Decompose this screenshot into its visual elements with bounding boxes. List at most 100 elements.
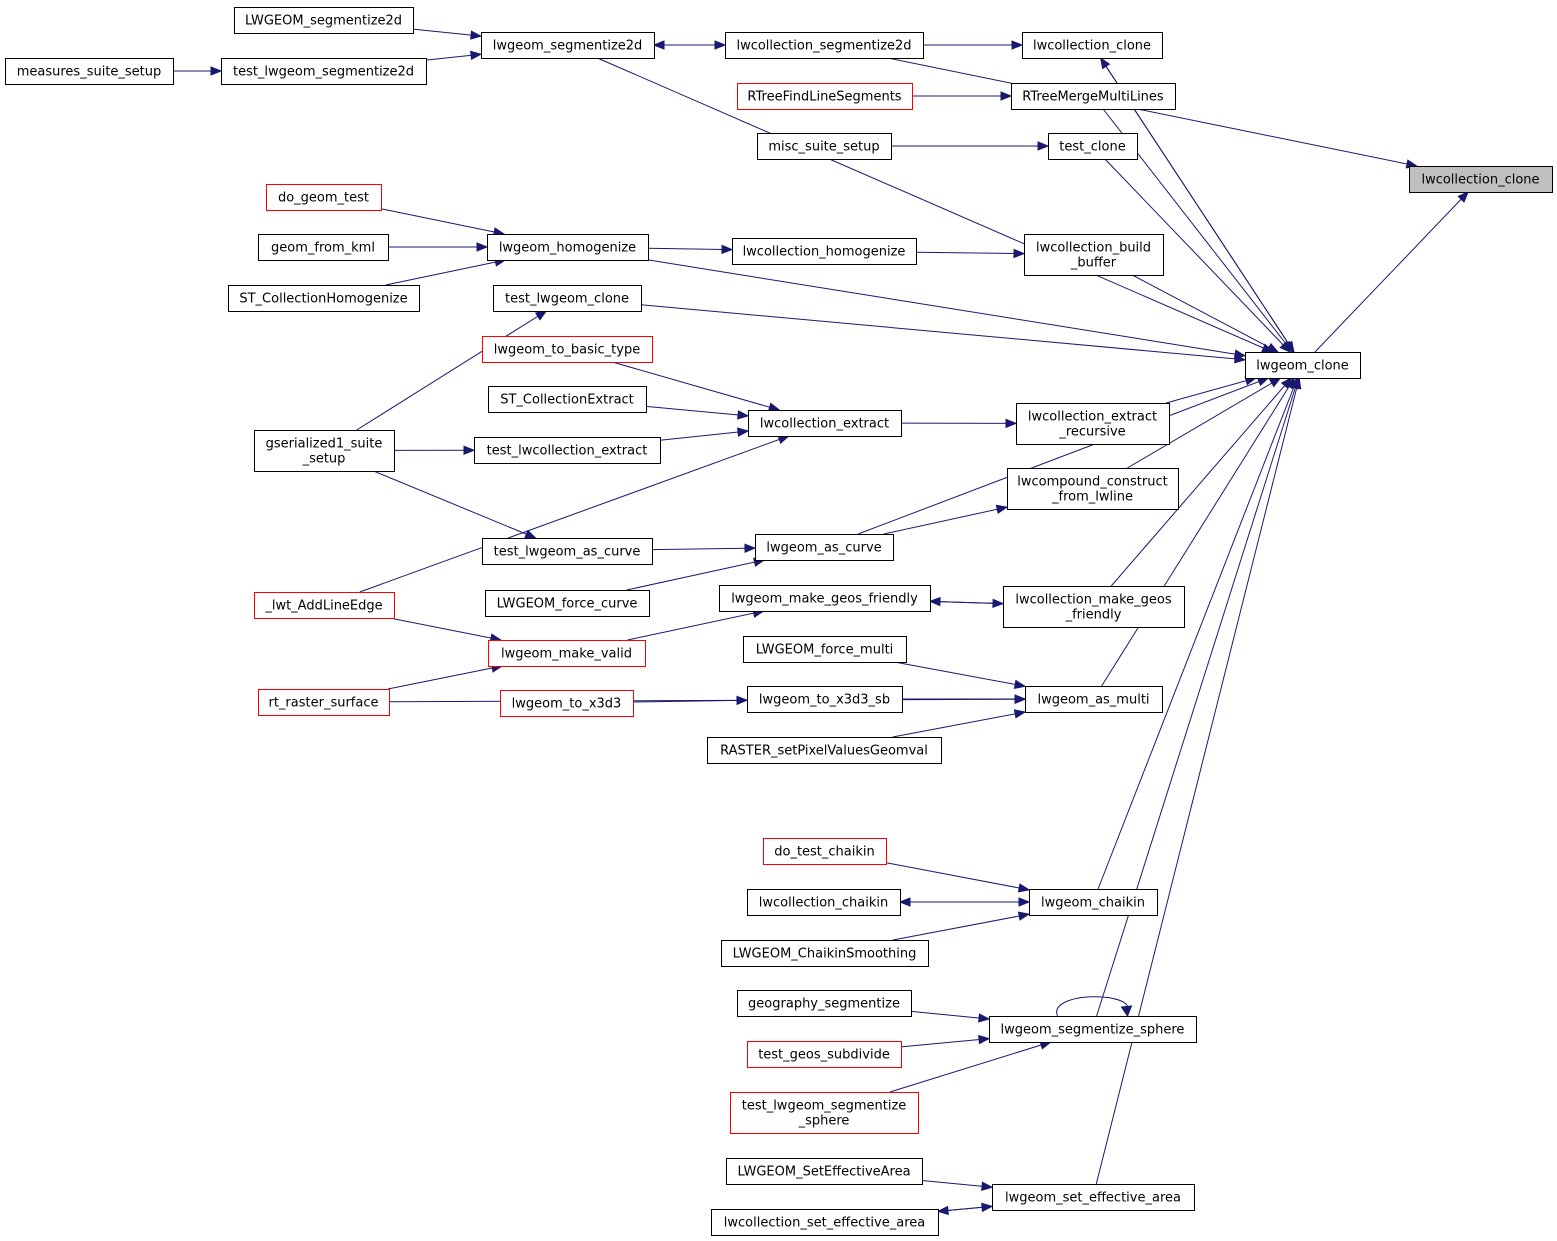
edge-line — [892, 711, 1026, 738]
edge-line — [389, 617, 501, 641]
node-test-lwgeom-clone[interactable]: test_lwgeom_clone — [493, 285, 642, 312]
node-box — [747, 686, 903, 713]
node-box — [481, 32, 655, 59]
node-lwgeom-as-curve[interactable]: lwgeom_as_curve — [755, 534, 894, 561]
node-test-lwcollection-extract[interactable]: test_lwcollection_extract — [474, 437, 661, 464]
node-box — [234, 7, 414, 34]
edge-geography-segmentize-to-lwgeom-segmentize-sphere — [910, 1010, 991, 1023]
node-geography-segmentize[interactable]: geography_segmentize — [737, 990, 912, 1017]
node-test-lwgeom-segmentize-sphere[interactable]: test_lwgeom_segmentize_sphere — [730, 1092, 919, 1134]
edge-rtreefindlinesegments-to-rtreemergemultilines — [912, 91, 1013, 101]
edge-line — [1095, 377, 1300, 1185]
node-lwcollection-chaikin[interactable]: lwcollection_chaikin — [747, 889, 901, 916]
node-lwcollection-clone-2[interactable]: lwcollection_clone — [1022, 32, 1163, 59]
node-box — [747, 889, 901, 916]
node-st-collectionhomogenize[interactable]: ST_CollectionHomogenize — [228, 285, 420, 312]
edge-line — [885, 862, 1030, 891]
node-measures-suite-setup[interactable]: measures_suite_setup — [5, 58, 174, 85]
node-lwgeom-set-effective-area[interactable]: lwgeom_set_effective_area — [992, 1184, 1195, 1211]
node-lwcollection-segmentize2d[interactable]: lwcollection_segmentize2d — [725, 32, 924, 59]
node-lwgeom-as-multi[interactable]: lwgeom_as_multi — [1025, 686, 1163, 713]
node-test-lwgeom-as-curve[interactable]: test_lwgeom_as_curve — [482, 538, 653, 565]
node-label: LWGEOM_ChaikinSmoothing — [733, 947, 917, 962]
node-lwgeom-make-valid[interactable]: lwgeom_make_valid — [488, 640, 646, 667]
edge-lwcollection-make-geos-friendly-to-lwgeom-make-geos-friendly — [928, 596, 1004, 607]
node-label: _from_lwline — [1051, 490, 1133, 505]
node-rtreefindlinesegments[interactable]: RTreeFindLineSegments — [737, 83, 913, 110]
arrowhead — [210, 66, 223, 76]
node-label: lwgeom_segmentize2d — [493, 39, 643, 54]
node-label: geom_from_kml — [271, 241, 375, 256]
node-box — [1007, 468, 1179, 510]
arrowhead — [1000, 91, 1013, 101]
node-lwgeom-segmentize-sphere[interactable]: lwgeom_segmentize_sphere — [989, 1016, 1197, 1043]
node-lwgeom-segmentize2d[interactable]: lwgeom_segmentize2d — [481, 32, 655, 59]
node-misc-suite-setup[interactable]: misc_suite_setup — [757, 133, 892, 160]
edge-st-collectionhomogenize-to-lwgeom-homogenize — [385, 257, 507, 286]
node-label: lwcollection_homogenize — [743, 245, 906, 260]
node-rt-raster-surface[interactable]: rt_raster_surface — [258, 689, 390, 716]
node-lwgeom-force-multi[interactable]: LWGEOM_force_multi — [743, 636, 907, 663]
edge-line — [387, 665, 503, 690]
node-test-lwgeom-segmentize2d[interactable]: test_lwgeom_segmentize2d — [221, 58, 427, 85]
node-lwgeom-to-x3d3[interactable]: lwgeom_to_x3d3 — [500, 690, 634, 717]
node-do-test-chaikin[interactable]: do_test_chaikin — [763, 838, 887, 865]
arrowhead — [476, 242, 489, 252]
arrowhead — [767, 402, 781, 412]
arrowhead — [721, 244, 734, 255]
node-lwcollection-build-buffer[interactable]: lwcollection_build_buffer — [1024, 234, 1164, 276]
node-lwcollection-clone[interactable]: lwcollection_clone — [1409, 166, 1553, 193]
node-lwgeom-chaikin[interactable]: lwgeom_chaikin — [1029, 889, 1158, 916]
node-lwcollection-homogenize[interactable]: lwcollection_homogenize — [732, 238, 917, 265]
edge-line — [929, 600, 1004, 605]
node-raster-setpixelvaluesgeomval[interactable]: RASTER_setPixelValuesGeomval — [707, 737, 942, 764]
node-lwcollection-extract-recursive[interactable]: lwcollection_extract_recursive — [1016, 403, 1170, 445]
node-label: ST_CollectionHomogenize — [239, 292, 407, 307]
node-lwgeom-segmentize2d[interactable]: LWGEOM_segmentize2d — [234, 7, 414, 34]
node-lwcollection-make-geos-friendly[interactable]: lwcollection_make_geos_friendly — [1003, 586, 1185, 628]
node-lwgeom-chaikinsmoothing[interactable]: LWGEOM_ChaikinSmoothing — [721, 940, 929, 967]
node-lwgeom-force-curve[interactable]: LWGEOM_force_curve — [485, 590, 650, 617]
edge-line — [1104, 158, 1291, 353]
node-label: measures_suite_setup — [17, 65, 162, 80]
edge-measures-suite-setup-to-test-lwgeom-segmentize2d — [173, 66, 223, 76]
arrowhead — [1013, 679, 1027, 690]
arrowhead — [737, 410, 750, 420]
node-lwcollection-set-effective-area[interactable]: lwcollection_set_effective_area — [711, 1209, 939, 1236]
edge-line — [626, 559, 765, 591]
node-label: test_lwgeom_segmentize — [742, 1099, 907, 1114]
node-geom-from-kml[interactable]: geom_from_kml — [258, 234, 389, 261]
edge-test-geos-subdivide-to-lwgeom-segmentize-sphere — [900, 1034, 991, 1048]
node-lwgeom-seteffectivearea[interactable]: LWGEOM_SetEffectiveArea — [726, 1158, 923, 1185]
node-box — [266, 184, 382, 211]
node-label: lwcollection_clone — [1033, 39, 1151, 54]
node-lwgeom-to-basic-type[interactable]: lwgeom_to_basic_type — [482, 336, 653, 363]
arrowhead — [928, 596, 941, 607]
node-box — [487, 234, 649, 261]
node-lwgeom-homogenize[interactable]: lwgeom_homogenize — [487, 234, 649, 261]
node-lwgeom-make-geos-friendly[interactable]: lwgeom_make_geos_friendly — [719, 585, 931, 612]
edge-lwgeom-segmentize-sphere-to-lwgeom-segmentize-sphere — [1056, 996, 1133, 1018]
node-st-collectionextract[interactable]: ST_CollectionExtract — [488, 386, 647, 413]
edge-line — [1127, 377, 1281, 469]
node-box — [1409, 166, 1553, 193]
node-lwgeom-to-x3d3-sb[interactable]: lwgeom_to_x3d3_sb — [747, 686, 903, 713]
node-lwcollection-extract[interactable]: lwcollection_extract — [748, 410, 902, 437]
node-do-geom-test[interactable]: do_geom_test — [266, 184, 382, 211]
node-label: test_clone — [1059, 140, 1125, 155]
node-gserialized1-suite-setup[interactable]: gserialized1_suite_setup — [254, 430, 395, 472]
node-lwgeom-clone[interactable]: lwgeom_clone — [1245, 352, 1361, 379]
edge-line — [889, 1041, 1051, 1093]
edges-layer — [173, 28, 1469, 1216]
node-label: LWGEOM_segmentize2d — [245, 14, 402, 29]
edge-rt-raster-surface-to-lwgeom-make-valid — [387, 663, 504, 690]
edge-lwcollection-homogenize-to-lwcollection-build-buffer — [915, 248, 1026, 259]
node-label: LWGEOM_force_curve — [497, 597, 638, 612]
node-rtreemergemultilines[interactable]: RTreeMergeMultiLines — [1011, 83, 1176, 110]
node-lwt-addlineedge[interactable]: _lwt_AddLineEdge — [254, 592, 395, 619]
node-lwcompound-construct-from-lwline[interactable]: lwcompound_construct_from_lwline — [1007, 468, 1179, 510]
node-test-geos-subdivide[interactable]: test_geos_subdivide — [747, 1041, 902, 1068]
arrowhead — [524, 529, 537, 539]
node-test-clone[interactable]: test_clone — [1048, 133, 1138, 160]
edge-lwgeom-as-curve-to-lwgeom-clone — [858, 377, 1270, 535]
